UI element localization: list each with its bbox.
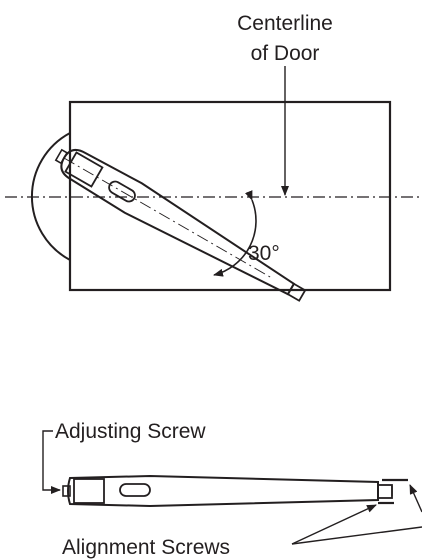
closer-side-outline — [67, 474, 379, 508]
closer-side-tip — [377, 484, 393, 499]
angle-label: 30° — [248, 242, 280, 265]
closer-axis-line — [63, 157, 271, 278]
closer-tip — [286, 282, 307, 302]
adjusting-screw-label: Adjusting Screw — [55, 420, 206, 443]
closer-end-nub — [54, 148, 69, 165]
alignment-leader-1 — [291, 504, 377, 545]
alignment-leader-3 — [409, 484, 422, 513]
closer-side-slot — [119, 483, 151, 497]
angle-arc — [213, 190, 257, 277]
closer-side-end-box — [73, 478, 105, 504]
closer-outline — [60, 148, 296, 296]
adjusting-screw-leader — [42, 430, 61, 494]
alignment-screws-label: Alignment Screws — [62, 536, 230, 559]
adjusting-screw — [62, 485, 71, 497]
closer-body-angled — [54, 148, 307, 302]
alignment-leader-2 — [291, 526, 422, 545]
centerline-label-line2: of Door — [251, 42, 320, 65]
door-outline — [68, 100, 392, 292]
side-view: Adjusting Screw Alignment Screws — [42, 420, 422, 559]
centerline-label-line1: Centerline — [237, 12, 333, 35]
top-view: Centerline of Door 30° — [5, 12, 420, 302]
